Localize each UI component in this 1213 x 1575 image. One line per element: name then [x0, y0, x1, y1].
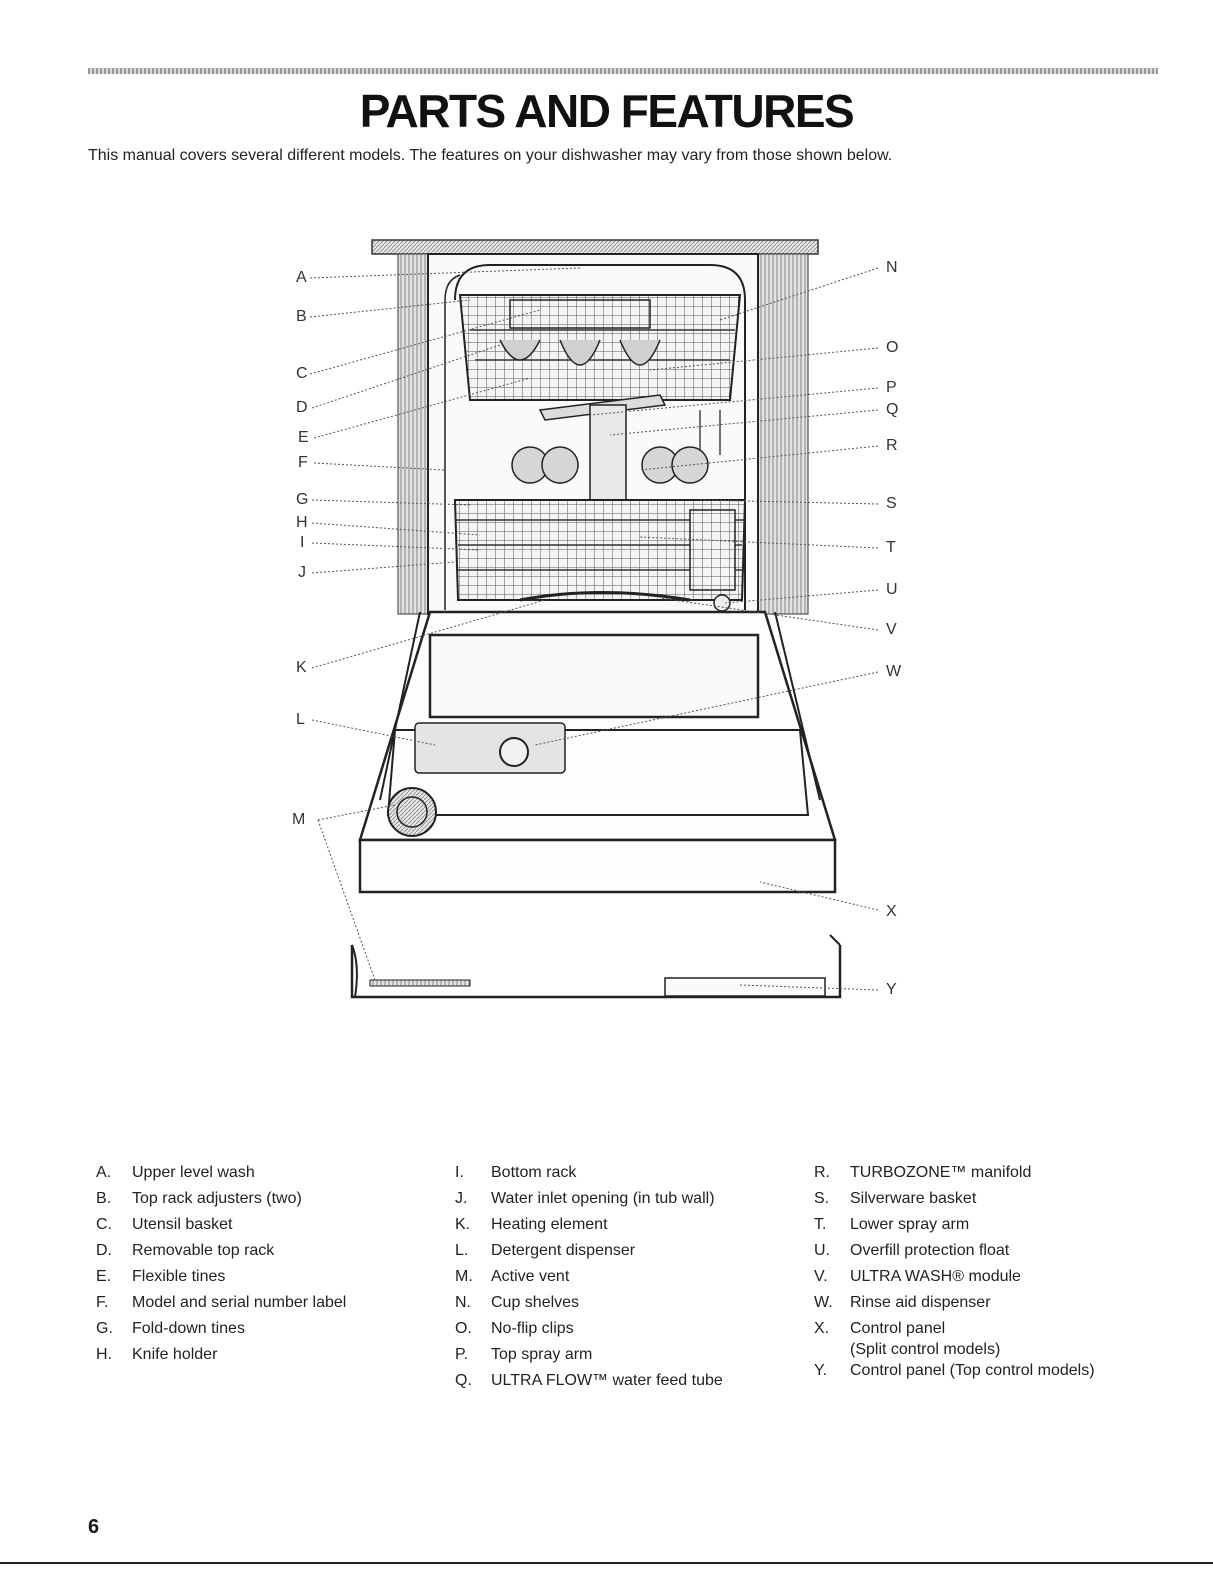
callout-o: O [886, 339, 899, 356]
callout-l: L [296, 711, 305, 728]
dishwasher-diagram [309, 239, 879, 999]
callout-j: J [298, 564, 306, 581]
page-number: 6 [88, 1516, 100, 1538]
bottom-rack [453, 446, 747, 612]
callout-i: I [300, 534, 305, 551]
top-rack [458, 294, 742, 401]
callout-k: K [296, 659, 307, 676]
legend-item: N.Cup shelves [455, 1294, 580, 1311]
callout-h: H [296, 514, 308, 531]
legend-item: J.Water inlet opening (in tub wall) [455, 1190, 715, 1207]
legend-item: F.Model and serial number label [96, 1294, 347, 1311]
legend-item: D.Removable top rack [96, 1242, 275, 1259]
legend-item: R.TURBOZONE™ manifold [814, 1164, 1032, 1181]
legend-item: A.Upper level wash [96, 1164, 255, 1181]
legend-item: I.Bottom rack [455, 1164, 577, 1181]
top-rule [88, 68, 1158, 74]
legend-column-2: I.Bottom rack J.Water inlet opening (in … [455, 1160, 723, 1394]
callout-s: S [886, 495, 897, 512]
callout-c: C [296, 365, 308, 382]
callout-g: G [296, 491, 309, 508]
callout-p: P [886, 379, 897, 396]
toe-panel [350, 934, 842, 999]
legend-item: M.Active vent [455, 1268, 570, 1285]
legend-item: K.Heating element [455, 1216, 608, 1233]
bottom-rule [0, 1562, 1213, 1564]
legend-item: W.Rinse aid dispenser [814, 1294, 991, 1311]
legend-column-3: R.TURBOZONE™ manifold S.Silverware baske… [814, 1160, 1095, 1384]
legend-item: G.Fold-down tines [96, 1320, 245, 1337]
legend-item: Y.Control panel (Top control models) [814, 1362, 1095, 1379]
intro-text: This manual covers several different mod… [88, 147, 893, 164]
legend-item: B.Top rack adjusters (two) [96, 1190, 302, 1207]
legend-item: U.Overfill protection float [814, 1242, 1010, 1259]
callout-u: U [886, 581, 898, 598]
callout-q: Q [886, 401, 899, 418]
legend-item: P.Top spray arm [455, 1346, 593, 1363]
legend-item: T.Lower spray arm [814, 1216, 970, 1233]
callout-y: Y [886, 981, 897, 998]
callout-d: D [296, 399, 308, 416]
legend-column-1: A.Upper level wash B.Top rack adjusters … [96, 1160, 346, 1368]
legend-item: V.ULTRA WASH® module [814, 1268, 1021, 1285]
legend-item: S.Silverware basket [814, 1190, 977, 1207]
callout-v: V [886, 621, 897, 638]
callout-b: B [296, 308, 307, 325]
page-title: PARTS AND FEATURES [359, 85, 855, 137]
callout-r: R [886, 437, 898, 454]
callout-a: A [296, 269, 307, 286]
door [358, 610, 837, 894]
callout-x: X [886, 903, 897, 920]
callout-n: N [886, 259, 898, 276]
legend-item: C.Utensil basket [96, 1216, 233, 1233]
legend-item: O.No-flip clips [455, 1320, 574, 1337]
callout-w: W [886, 663, 902, 680]
legend-item: Q.ULTRA FLOW™ water feed tube [455, 1372, 723, 1389]
callout-m: M [292, 811, 306, 828]
legend-item-text: Control panel [850, 1320, 946, 1337]
spray-arm [538, 394, 721, 501]
legend-item: E.Flexible tines [96, 1268, 226, 1285]
callout-f: F [298, 454, 308, 471]
leader-lines [309, 267, 879, 991]
legend-item: H.Knife holder [96, 1346, 218, 1363]
legend-item-subtext: (Split control models) [850, 1341, 1001, 1358]
legend-item: L.Detergent dispenser [455, 1242, 636, 1259]
callout-t: T [886, 539, 896, 556]
callout-e: E [298, 429, 309, 446]
legend-item: X.Control panel(Split control models) [814, 1320, 1001, 1358]
